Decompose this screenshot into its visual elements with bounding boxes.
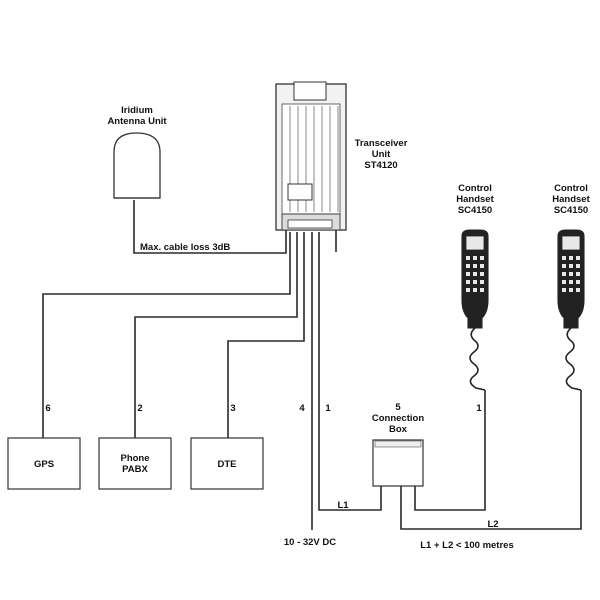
- control-handset-2: Control Handset SC4150: [552, 183, 591, 391]
- handset1-label-line2: Handset: [456, 194, 494, 205]
- gps-label: GPS: [34, 459, 54, 470]
- transceiver-label-line1: Transceiver: [355, 138, 408, 149]
- dte-label: DTE: [218, 459, 237, 470]
- phone-pabx-box: Phone PABX: [98, 437, 172, 490]
- dte-box: DTE: [190, 437, 264, 490]
- connection-box-number: 5: [395, 402, 401, 413]
- cable-loss-note: Max. cable loss 3dB: [140, 242, 230, 253]
- transceiver-label-line2: Unit: [372, 149, 391, 160]
- gps-cable-number: 6: [45, 403, 50, 414]
- phone-label-line2: PABX: [122, 464, 148, 475]
- antenna-unit: Iridium Antenna Unit: [107, 105, 167, 199]
- gps-cable: [42, 232, 291, 438]
- dte-cable-number: 3: [230, 403, 235, 414]
- length-note: L1 + L2 < 100 metres: [420, 540, 513, 551]
- handset-cable-number: 1: [476, 403, 482, 414]
- connection-box-label-line2: Box: [389, 424, 408, 435]
- transceiver-unit: Transceiver Unit ST4120: [275, 81, 408, 231]
- handset2-label-line1: Control: [554, 183, 588, 194]
- power-cable-number: 4: [299, 403, 305, 414]
- l1-label: L1: [337, 500, 349, 511]
- antenna-dome: [113, 132, 161, 199]
- handset2-cable: [400, 390, 582, 530]
- antenna-label-line1: Iridium: [121, 105, 153, 116]
- phone-cable-number: 2: [137, 403, 142, 414]
- handset1-cable: [414, 390, 486, 511]
- connection-box: 5 Connection Box: [372, 402, 424, 487]
- handset1-model: SC4150: [458, 205, 492, 216]
- phone-cable: [134, 232, 298, 438]
- l2-label: L2: [487, 519, 498, 530]
- handset2-label-line2: Handset: [552, 194, 590, 205]
- cable-lines: [42, 200, 582, 530]
- control-handset-1: Control Handset SC4150: [456, 183, 495, 391]
- gps-box: GPS: [7, 437, 81, 490]
- connection-box-label-line1: Connection: [372, 413, 424, 424]
- handset1-label-line1: Control: [458, 183, 492, 194]
- power-label: 10 - 32V DC: [284, 537, 336, 548]
- phone-label-line1: Phone: [120, 453, 149, 464]
- antenna-label-line2: Antenna Unit: [107, 116, 167, 127]
- transceiver-model: ST4120: [364, 160, 397, 171]
- handset2-model: SC4150: [554, 205, 588, 216]
- dte-cable: [227, 232, 305, 438]
- handset-bus-cable-number: 1: [325, 403, 331, 414]
- handset-bus-cable: [318, 232, 382, 511]
- antenna-cable: [133, 200, 287, 254]
